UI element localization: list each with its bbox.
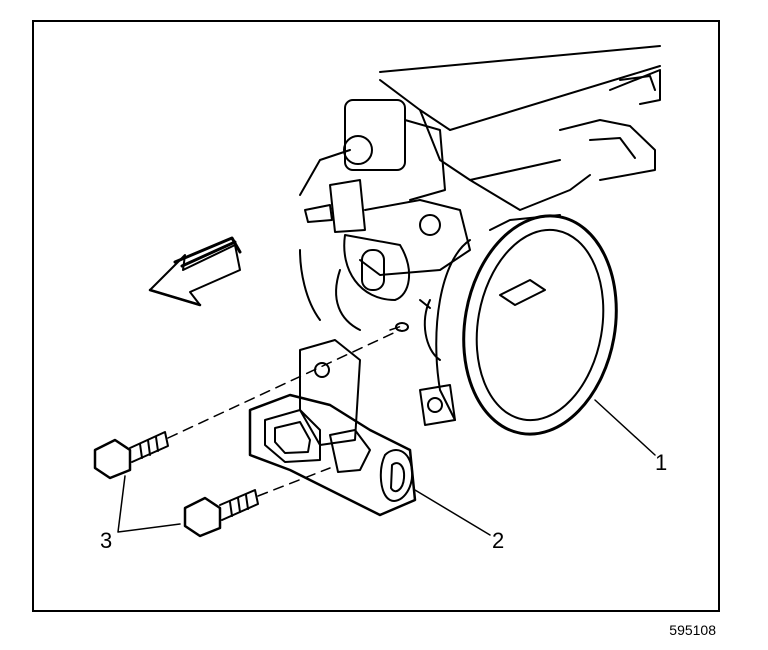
alignment-lines: [167, 324, 406, 497]
leader-lines: [117, 399, 656, 536]
bolt-hole: [395, 322, 409, 332]
callout-2: 2: [492, 528, 505, 553]
throttle-position-sensor: [248, 339, 417, 517]
mounting-bolts: [93, 431, 259, 538]
illustration-frame: [32, 20, 720, 612]
callout-3: 3: [100, 528, 113, 553]
intake-manifold: [299, 45, 661, 211]
throttle-body: [419, 214, 618, 436]
idle-air-control-valve: [299, 99, 471, 331]
direction-arrow: [148, 236, 242, 307]
callout-1: 1: [655, 450, 668, 475]
figure-id: 595108: [669, 622, 716, 638]
